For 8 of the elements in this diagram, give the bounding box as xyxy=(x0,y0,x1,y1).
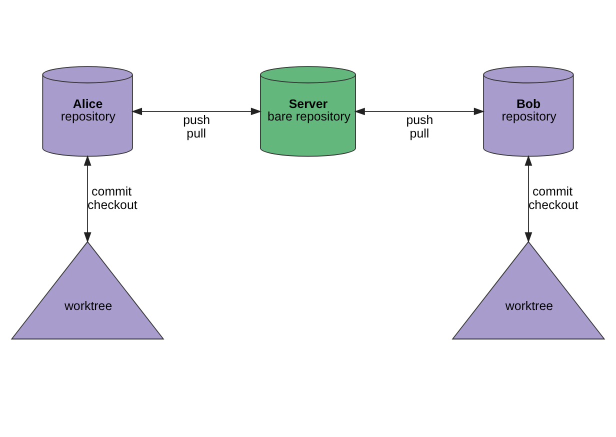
edge-label: push pull xyxy=(406,112,434,140)
arrow xyxy=(354,107,485,115)
arrow xyxy=(524,154,532,242)
edge-label: push pull xyxy=(183,112,210,140)
edge-label: commit checkout xyxy=(88,184,138,212)
edge-label: commit checkout xyxy=(528,184,578,212)
arrow xyxy=(131,107,262,115)
arrow xyxy=(84,154,92,242)
